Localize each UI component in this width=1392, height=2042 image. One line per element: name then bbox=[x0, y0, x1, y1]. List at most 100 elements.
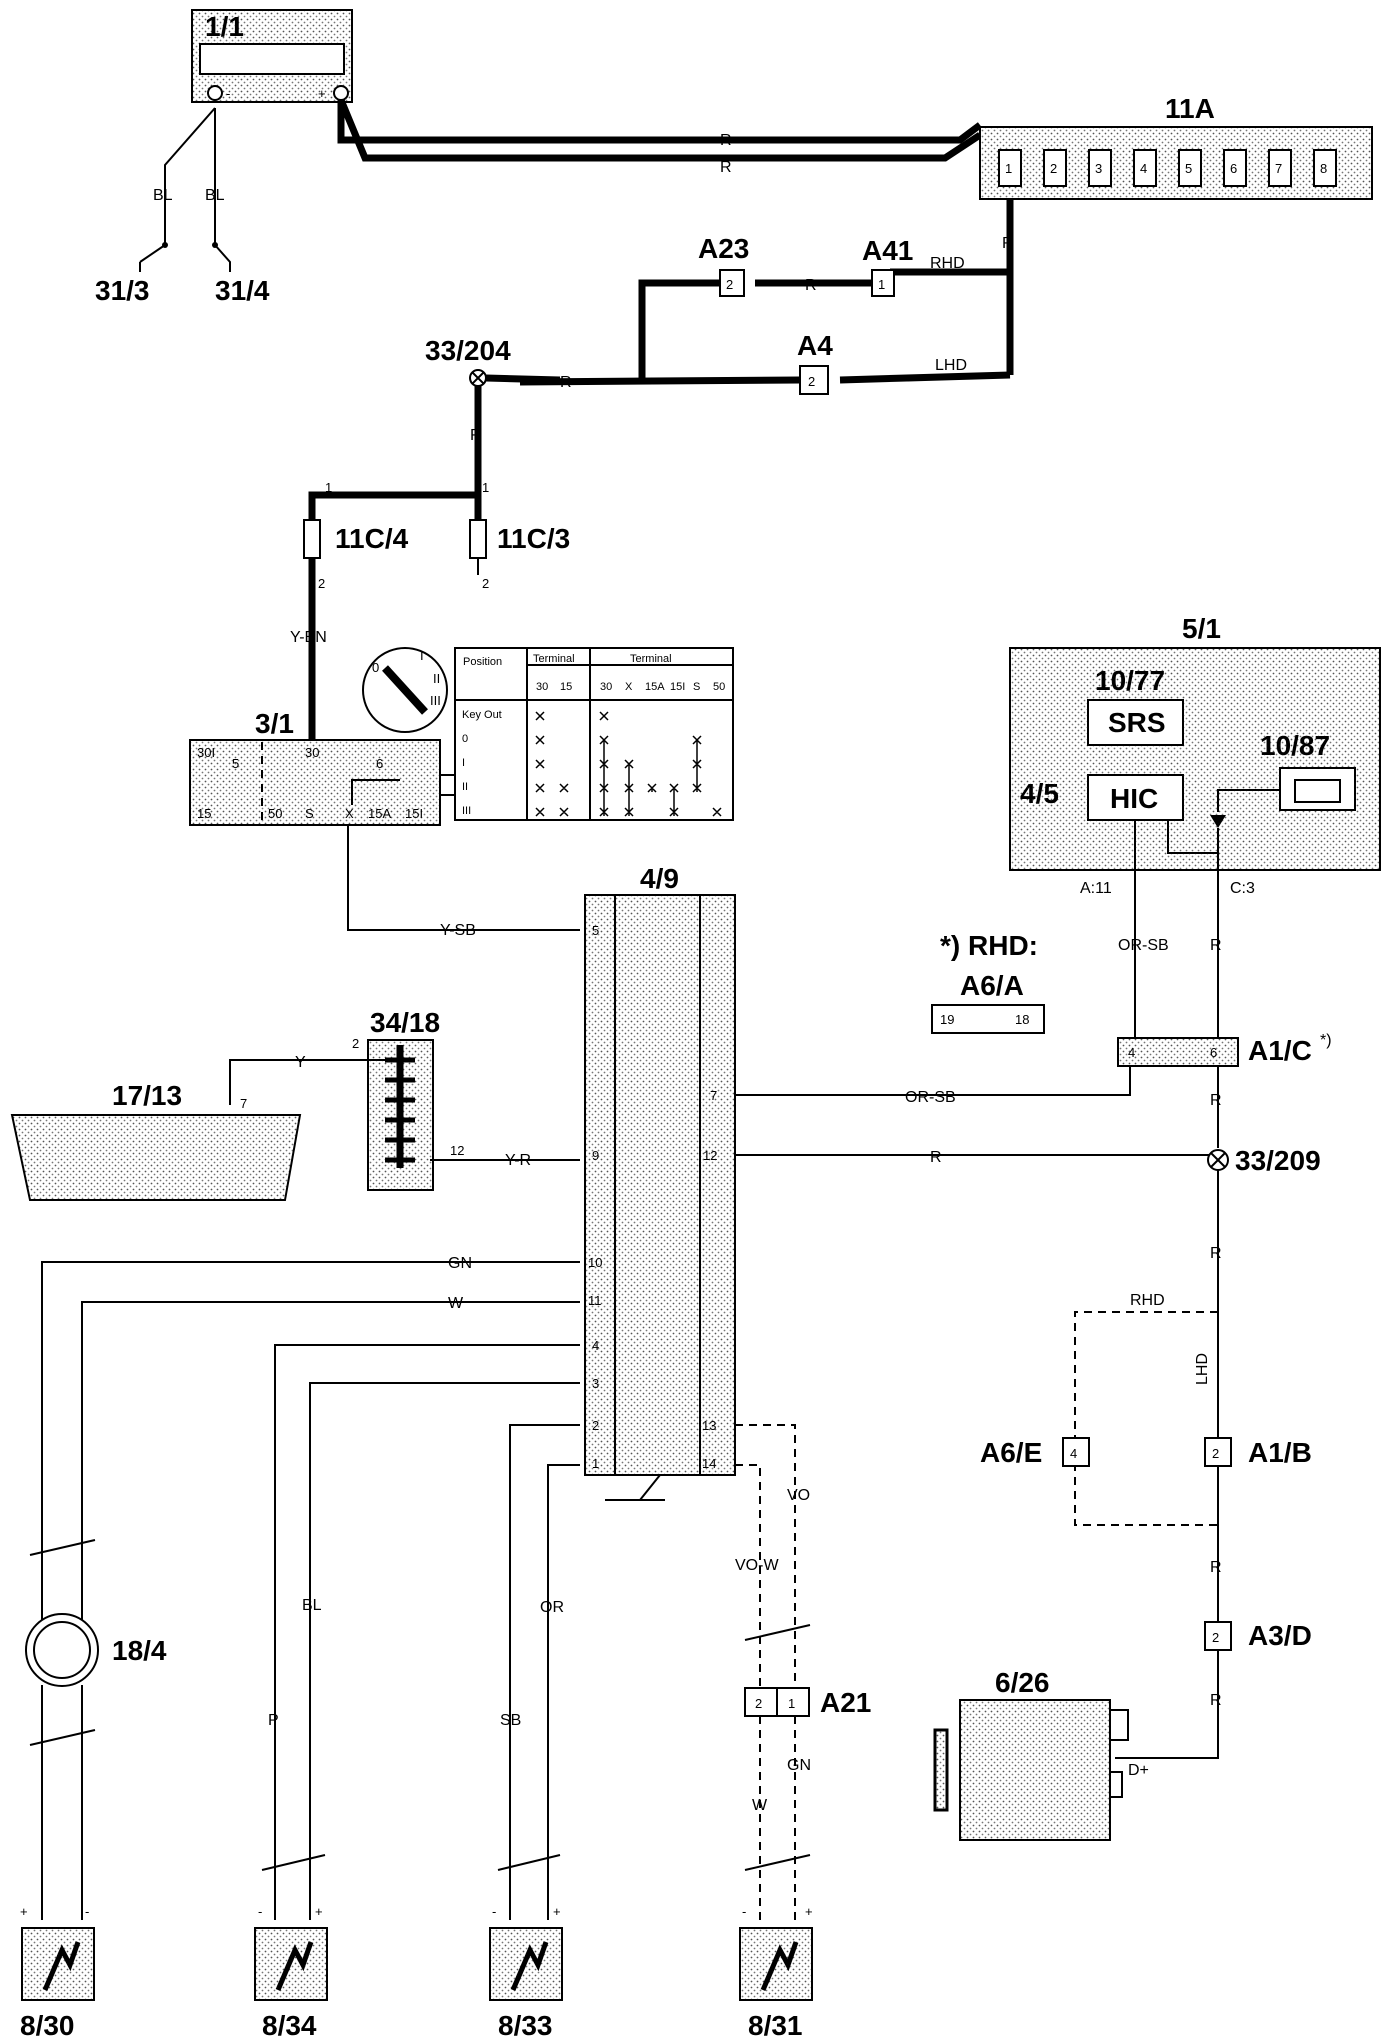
fuse-11c-4 bbox=[303, 519, 321, 559]
svg-text:R: R bbox=[1002, 235, 1014, 252]
svg-text:5: 5 bbox=[1185, 161, 1192, 176]
control-module-4-9: 4/9 5 7 9 12 10 11 4 3 2 1 13 14 bbox=[584, 863, 736, 1476]
svg-text:8: 8 bbox=[1320, 161, 1327, 176]
label-a6e: A6/E bbox=[980, 1437, 1042, 1468]
label-8-34: 8/34 bbox=[262, 2010, 317, 2041]
rhd-note: *) RHD: bbox=[940, 930, 1038, 961]
svg-text:4: 4 bbox=[1140, 161, 1147, 176]
svg-text:R: R bbox=[1210, 1559, 1222, 1576]
label-a6a: A6/A bbox=[960, 970, 1024, 1001]
svg-text:BL: BL bbox=[302, 1597, 322, 1614]
svg-text:VO: VO bbox=[787, 1487, 810, 1504]
svg-text:2: 2 bbox=[318, 576, 325, 591]
svg-text:30: 30 bbox=[536, 681, 548, 693]
svg-text:2: 2 bbox=[352, 1036, 359, 1051]
svg-text:P: P bbox=[268, 1712, 279, 1729]
label-a1b: A1/B bbox=[1248, 1437, 1312, 1468]
coil-8-34: - + 8/34 bbox=[254, 1904, 328, 2041]
svg-text:0: 0 bbox=[372, 660, 379, 675]
svg-text:+: + bbox=[805, 1904, 813, 1919]
svg-text:+: + bbox=[315, 1904, 323, 1919]
svg-text:2: 2 bbox=[726, 277, 733, 292]
svg-text:R: R bbox=[1210, 937, 1222, 954]
svg-text:X: X bbox=[625, 681, 633, 693]
svg-text:Y-SB: Y-SB bbox=[440, 922, 476, 939]
svg-text:C:3: C:3 bbox=[1230, 880, 1255, 897]
label-17-13: 17/13 bbox=[112, 1080, 182, 1111]
svg-text:3: 3 bbox=[592, 1376, 599, 1391]
alternator-6-26: 6/26 D+ bbox=[933, 1667, 1149, 1841]
svg-text:GN: GN bbox=[448, 1255, 472, 1272]
svg-text:50: 50 bbox=[713, 681, 725, 693]
label-5-1: 5/1 bbox=[1182, 613, 1221, 644]
svg-text:5: 5 bbox=[232, 756, 239, 771]
svg-text:R: R bbox=[470, 427, 482, 444]
label-31-3: 31/3 bbox=[95, 275, 150, 306]
svg-text:+: + bbox=[20, 1904, 28, 1919]
srs-lamp bbox=[1087, 699, 1184, 746]
label-18-4: 18/4 bbox=[112, 1635, 167, 1666]
svg-text:4: 4 bbox=[1128, 1045, 1135, 1060]
svg-text:HIC: HIC bbox=[1110, 783, 1158, 814]
coil-8-30: + - 8/30 bbox=[20, 1904, 95, 2041]
svg-text:R: R bbox=[720, 159, 732, 176]
svg-text:6: 6 bbox=[1230, 161, 1237, 176]
svg-text:-: - bbox=[85, 1904, 89, 1919]
svg-text:X: X bbox=[345, 806, 354, 821]
svg-text:-: - bbox=[742, 1904, 746, 1919]
svg-text:0: 0 bbox=[462, 733, 468, 745]
label-4-9: 4/9 bbox=[640, 863, 679, 894]
svg-text:BL: BL bbox=[153, 187, 173, 204]
svg-text:2: 2 bbox=[482, 576, 489, 591]
svg-text:2: 2 bbox=[808, 374, 815, 389]
svg-text:RHD: RHD bbox=[1130, 1292, 1165, 1309]
svg-text:12: 12 bbox=[703, 1148, 717, 1163]
svg-text:2: 2 bbox=[1212, 1446, 1219, 1461]
svg-text:4: 4 bbox=[592, 1338, 599, 1353]
svg-text:+: + bbox=[318, 86, 326, 101]
ignition-key-symbol: 0 I II III bbox=[362, 647, 448, 733]
svg-text:Terminal: Terminal bbox=[533, 653, 575, 665]
label-1-1: 1/1 bbox=[205, 11, 244, 42]
label-11a: 11A bbox=[1165, 93, 1215, 124]
svg-text:6: 6 bbox=[1210, 1045, 1217, 1060]
ignition-switch-3-1: 3/1 30I 5 30 6 15 50 S X 15A 15I bbox=[189, 708, 441, 826]
svg-text:7: 7 bbox=[710, 1088, 717, 1103]
svg-text:I: I bbox=[420, 648, 424, 663]
svg-text:OR: OR bbox=[540, 1599, 564, 1616]
svg-text:R: R bbox=[1210, 1692, 1222, 1709]
svg-text:SB: SB bbox=[500, 1712, 521, 1729]
svg-text:10: 10 bbox=[588, 1255, 602, 1270]
svg-text:30: 30 bbox=[305, 745, 319, 760]
label-10-77: 10/77 bbox=[1095, 665, 1165, 696]
svg-text:OR-SB: OR-SB bbox=[905, 1089, 956, 1106]
label-6-26: 6/26 bbox=[995, 1667, 1050, 1698]
svg-text:Y: Y bbox=[295, 1054, 306, 1071]
svg-text:SRS: SRS bbox=[1108, 707, 1166, 738]
coil-8-33: - + 8/33 bbox=[489, 1904, 563, 2041]
svg-text:W: W bbox=[752, 1797, 768, 1814]
svg-text:II: II bbox=[462, 781, 468, 793]
label-8-33: 8/33 bbox=[498, 2010, 553, 2041]
svg-text:4: 4 bbox=[1070, 1446, 1077, 1461]
label-3-1: 3/1 bbox=[255, 708, 294, 739]
svg-text:1: 1 bbox=[482, 480, 489, 495]
svg-text:15: 15 bbox=[560, 681, 572, 693]
svg-text:1: 1 bbox=[325, 480, 332, 495]
connector-a3d bbox=[1204, 1621, 1232, 1651]
svg-text:30I: 30I bbox=[197, 745, 215, 760]
connector-34-18: 34/18 2 12 bbox=[352, 1007, 464, 1191]
svg-text:15I: 15I bbox=[670, 681, 685, 693]
instrument-panel-5-1: 5/1 10/77 SRS 10/87 4/5 HIC A:11 C:3 bbox=[1009, 613, 1381, 897]
svg-text:15A: 15A bbox=[368, 806, 391, 821]
svg-text:7: 7 bbox=[1275, 161, 1282, 176]
svg-text:Terminal: Terminal bbox=[630, 653, 672, 665]
svg-text:14: 14 bbox=[702, 1456, 716, 1471]
svg-text:R: R bbox=[930, 1149, 942, 1166]
svg-text:-: - bbox=[258, 1904, 262, 1919]
svg-text:9: 9 bbox=[592, 1148, 599, 1163]
fuse-11c-3 bbox=[469, 519, 487, 559]
svg-text:2: 2 bbox=[1050, 161, 1057, 176]
svg-text:R: R bbox=[560, 374, 572, 391]
